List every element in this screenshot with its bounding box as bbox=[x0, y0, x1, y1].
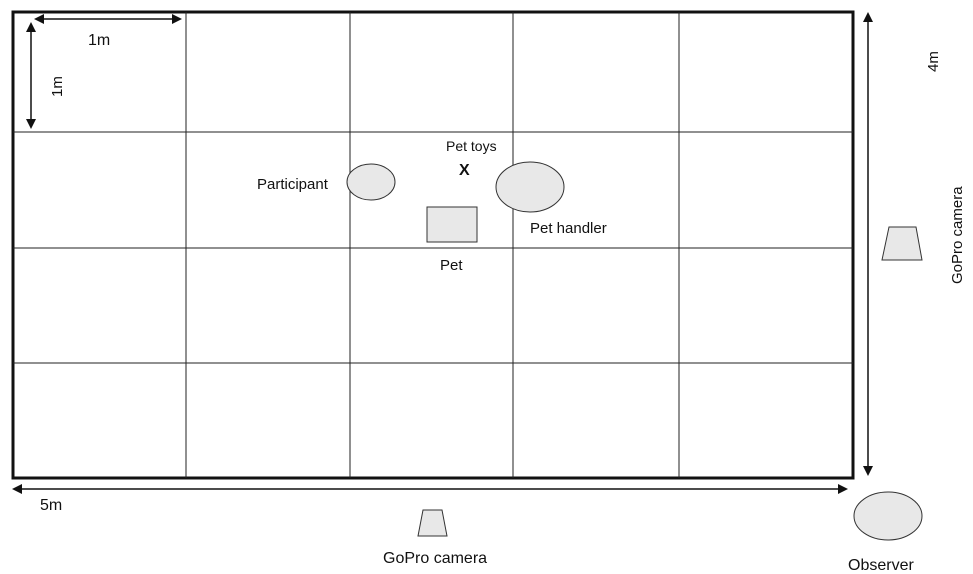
participant-shape bbox=[346, 163, 396, 201]
pet-toys-label: Pet toys bbox=[446, 138, 497, 154]
pet-handler-label: Pet handler bbox=[530, 220, 607, 237]
observer-label: Observer bbox=[848, 557, 914, 574]
total-width-label: 5m bbox=[40, 497, 62, 514]
room-outline bbox=[11, 10, 855, 480]
grid-lines bbox=[13, 12, 853, 478]
pet-shape bbox=[426, 206, 478, 243]
observer-shape bbox=[853, 491, 923, 541]
gopro-right-label: GoPro camera bbox=[949, 186, 966, 284]
participant-label: Participant bbox=[257, 176, 329, 193]
pet-toys-marker: X bbox=[459, 162, 470, 179]
cell-width-label: 1m bbox=[88, 32, 110, 49]
gopro-right-camera-icon bbox=[881, 226, 923, 261]
pet-handler-shape bbox=[495, 161, 565, 213]
total-height-label: 4m bbox=[925, 51, 942, 72]
gopro-bottom-camera-icon bbox=[417, 509, 448, 537]
cell-height-label: 1m bbox=[49, 76, 66, 97]
pet-label: Pet bbox=[440, 257, 463, 274]
gopro-bottom-label: GoPro camera bbox=[383, 550, 487, 567]
